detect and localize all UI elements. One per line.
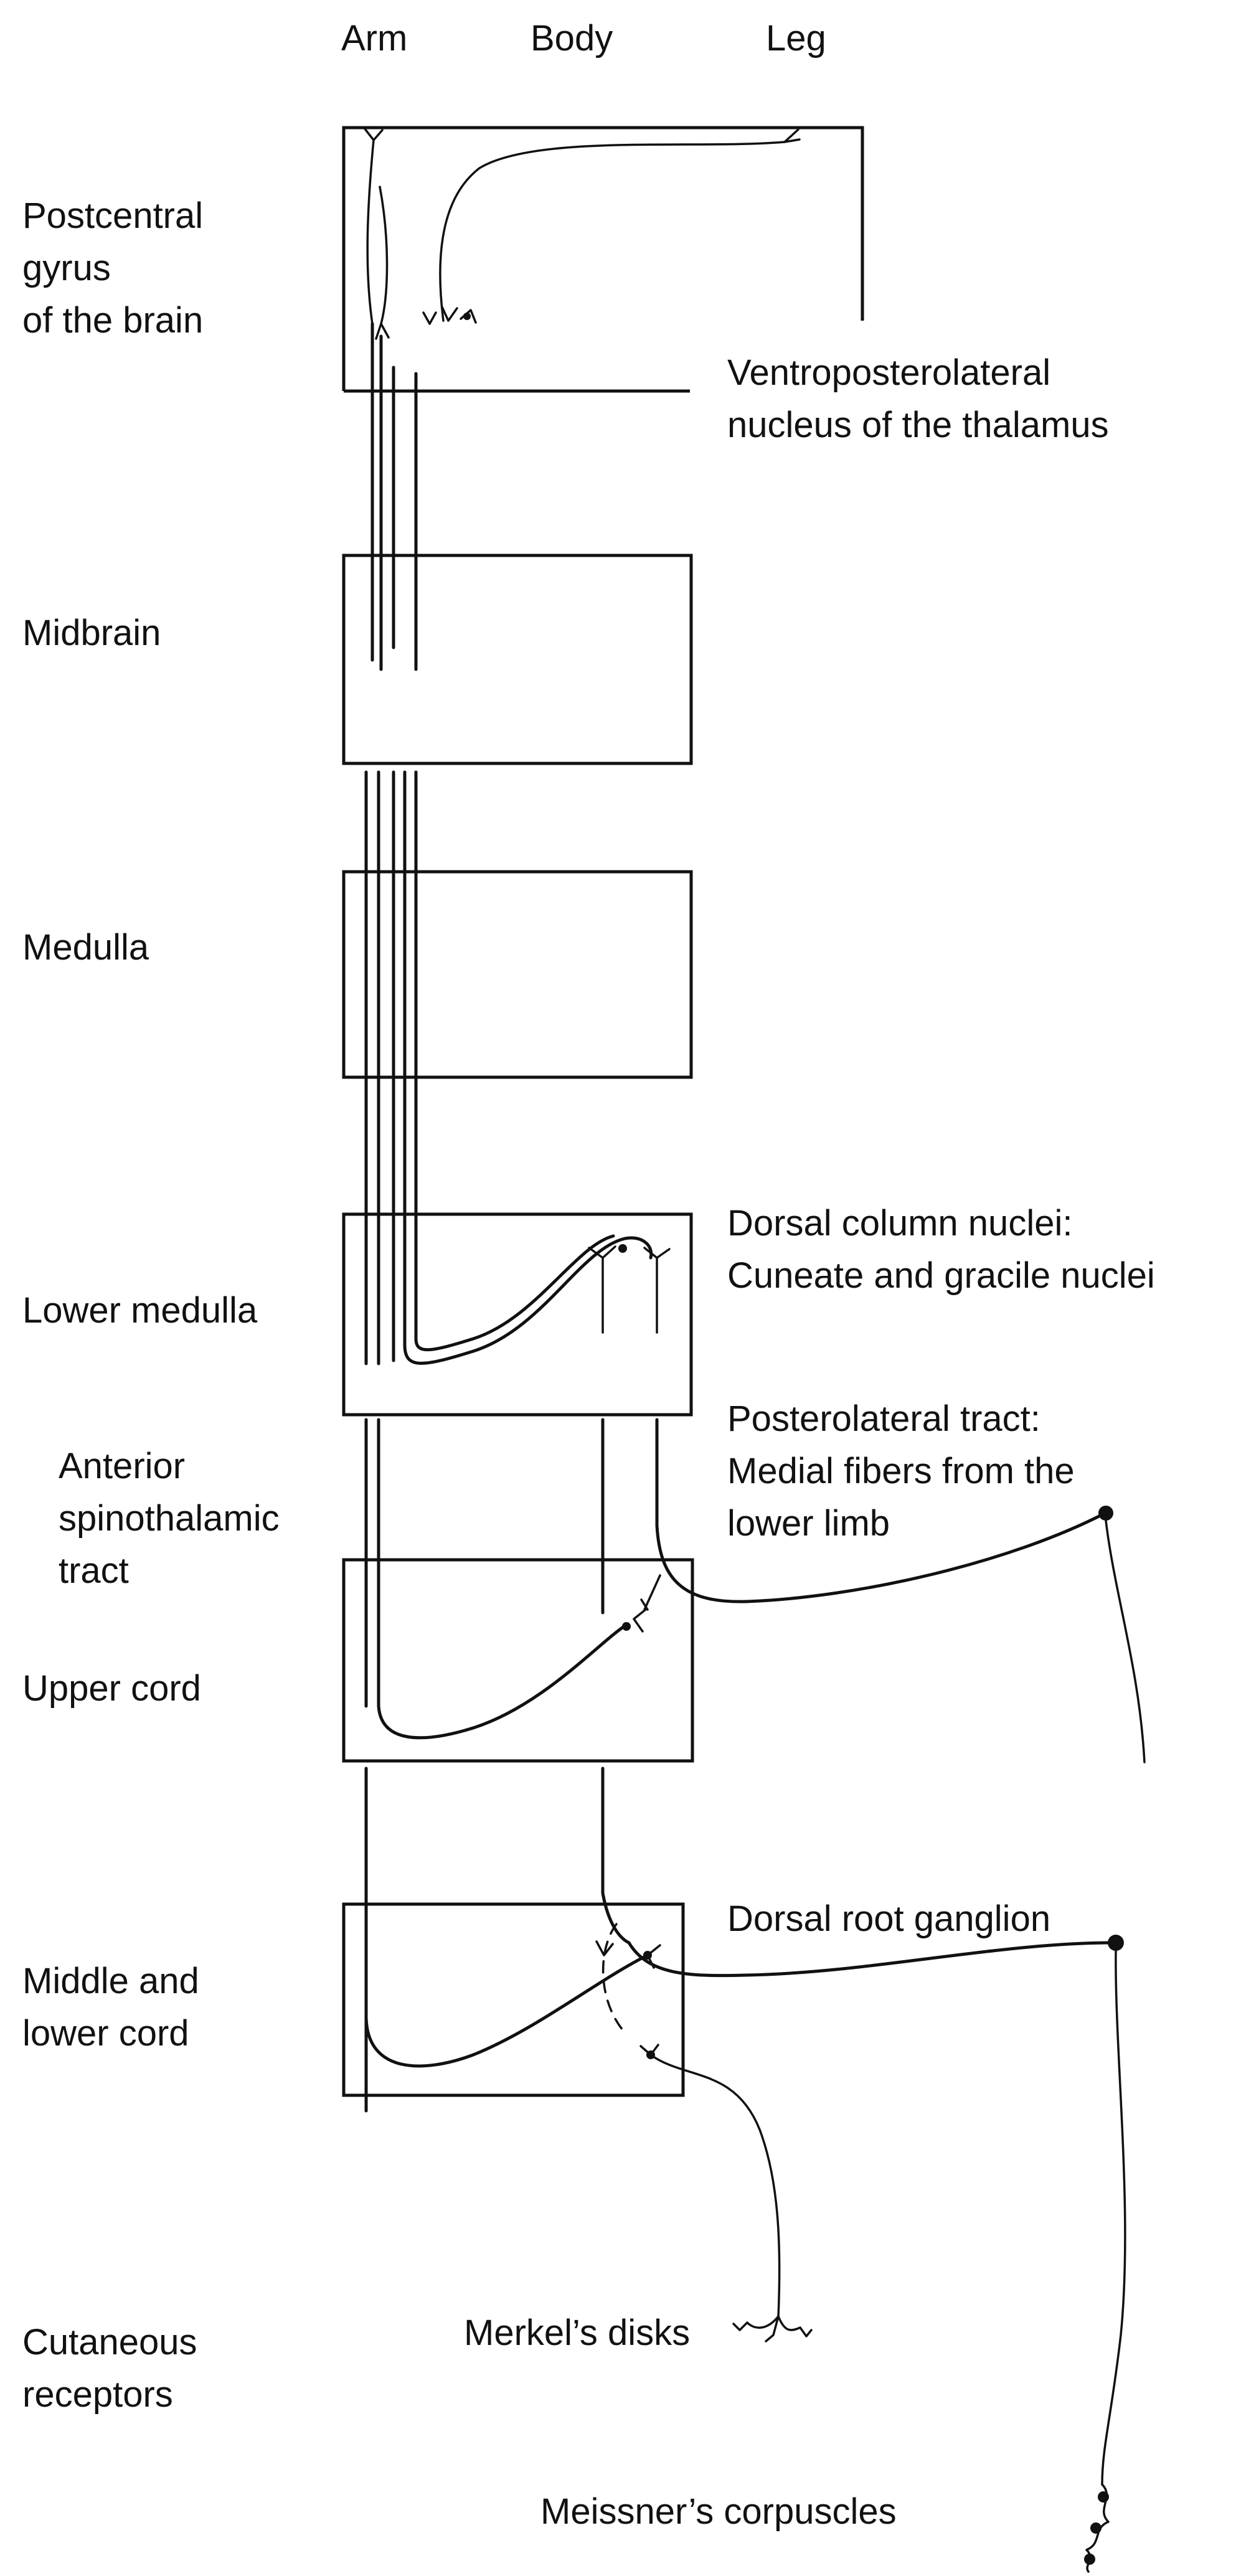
- level-label-lower-medulla: Lower medulla: [22, 1290, 258, 1331]
- merkels-disk-afferent: [649, 2054, 813, 2342]
- medial-lemniscus-fibers: [364, 322, 418, 1366]
- midbrain-box: [342, 554, 693, 765]
- lower-medulla-decussation: [403, 1234, 671, 1365]
- anterior-spinothalamic-tract: [364, 1418, 648, 2113]
- column-label-arm: Arm: [341, 18, 408, 59]
- postcentral-gyrus-box: [342, 126, 864, 393]
- posterolateral-tract-fibers: [601, 1418, 1146, 1895]
- label-ventroposterolateral-nucleus: Ventroposterolateral nucleus of the thal…: [727, 352, 1109, 445]
- label-merkels-disks: Merkel’s disks: [464, 2313, 691, 2353]
- upper-cord-box: [342, 1558, 694, 1763]
- meissners-corpuscle-afferent: [1084, 1950, 1126, 2573]
- medulla-box: [342, 870, 693, 1079]
- cortical-terminals: [364, 128, 801, 340]
- column-label-body: Body: [531, 18, 613, 59]
- lower-medulla-box: [342, 1212, 693, 1417]
- label-anterior-spinothalamic-tract: Anterior spinothalamic tract: [59, 1446, 280, 1591]
- label-dorsal-root-ganglion: Dorsal root ganglion: [727, 1899, 1051, 1939]
- level-label-cutaneous-receptors: Cutaneous receptors: [22, 2322, 197, 2415]
- level-label-medulla: Medulla: [22, 927, 149, 968]
- label-meissners-corpuscles: Meissner’s corpuscles: [540, 2491, 897, 2532]
- column-label-leg: Leg: [766, 18, 826, 59]
- label-posterolateral-tract: Posterolateral tract: Medial fibers from…: [727, 1399, 1075, 1544]
- level-label-midbrain: Midbrain: [22, 613, 161, 653]
- level-label-postcentral-gyrus: Postcentral gyrus of the brain: [22, 196, 204, 341]
- label-dorsal-column-nuclei: Dorsal column nuclei: Cuneate and gracil…: [727, 1203, 1155, 1296]
- level-label-upper-cord: Upper cord: [22, 1668, 201, 1709]
- middle-lower-cord-fibers: [364, 1891, 1124, 2068]
- level-label-middle-lower-cord: Middle and lower cord: [22, 1961, 199, 2054]
- middle-lower-cord-box: [342, 1902, 685, 2097]
